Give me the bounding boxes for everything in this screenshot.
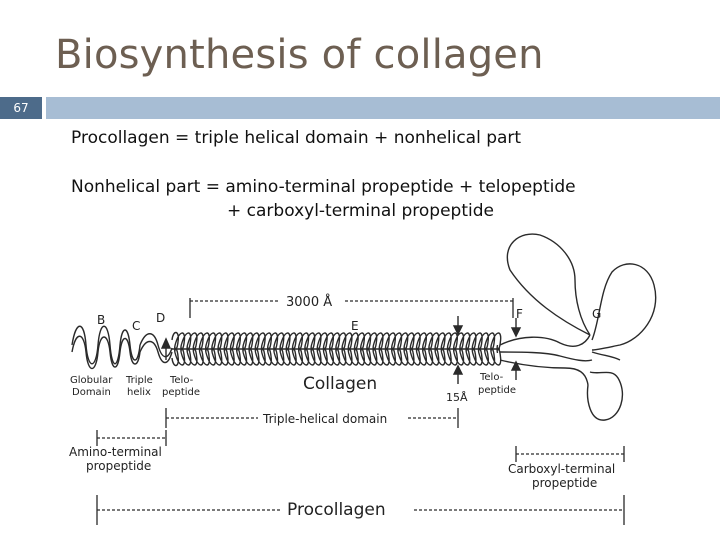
triple-helix-coil: [171, 331, 502, 367]
nonhelical-definition-continued: + carboxyl-terminal propeptide: [227, 201, 494, 221]
label-globular: Globular: [70, 375, 113, 386]
label-e: E: [351, 319, 359, 333]
carboxyl-globular-loops: [499, 233, 657, 421]
amino-globular-loops: [71, 325, 173, 370]
label-triple-helical-domain: Triple-helical domain: [262, 412, 387, 426]
label-procollagen: Procollagen: [287, 500, 386, 520]
length-bracket: [189, 298, 514, 318]
nonhelical-definition: Nonhelical part = amino-terminal propept…: [71, 177, 576, 197]
amino-terminal-bracket: [96, 430, 167, 446]
label-b: B: [97, 313, 105, 327]
label-carboxyl-terminal: Carboxyl-terminal: [508, 462, 615, 476]
label-peptide-right: peptide: [478, 385, 516, 396]
label-telo-right: Telo-: [479, 372, 504, 383]
label-amino-terminal: Amino-terminal: [69, 445, 162, 459]
procollagen-definition: Procollagen = triple helical domain + no…: [71, 128, 522, 148]
title-divider-bar: [46, 97, 720, 119]
label-c: C: [132, 319, 140, 333]
procollagen-bracket: [96, 495, 625, 525]
helix-strand: [171, 347, 502, 367]
label-triple: Triple: [125, 375, 153, 386]
slide-title: Biosynthesis of collagen: [55, 32, 544, 78]
annotation-arrows: [160, 316, 522, 384]
label-collagen: Collagen: [303, 374, 377, 394]
triple-helical-domain-bracket: [165, 408, 459, 428]
label-amino-propeptide: propeptide: [86, 459, 151, 473]
label-length: 3000 Å: [286, 294, 332, 310]
carboxyl-terminal-bracket: [515, 446, 625, 462]
label-g: G: [592, 307, 601, 321]
label-helix: helix: [127, 387, 151, 398]
label-d: D: [156, 311, 165, 325]
label-peptide-left: peptide: [162, 387, 200, 398]
label-carboxyl-propeptide: propeptide: [532, 476, 597, 490]
label-telo-left: Telo-: [169, 375, 194, 386]
helix-strand: [171, 331, 502, 351]
slide-number: 67: [0, 97, 42, 119]
label-width: 15Å: [446, 391, 468, 404]
label-domain: Domain: [72, 387, 111, 398]
label-f: F: [516, 307, 523, 321]
